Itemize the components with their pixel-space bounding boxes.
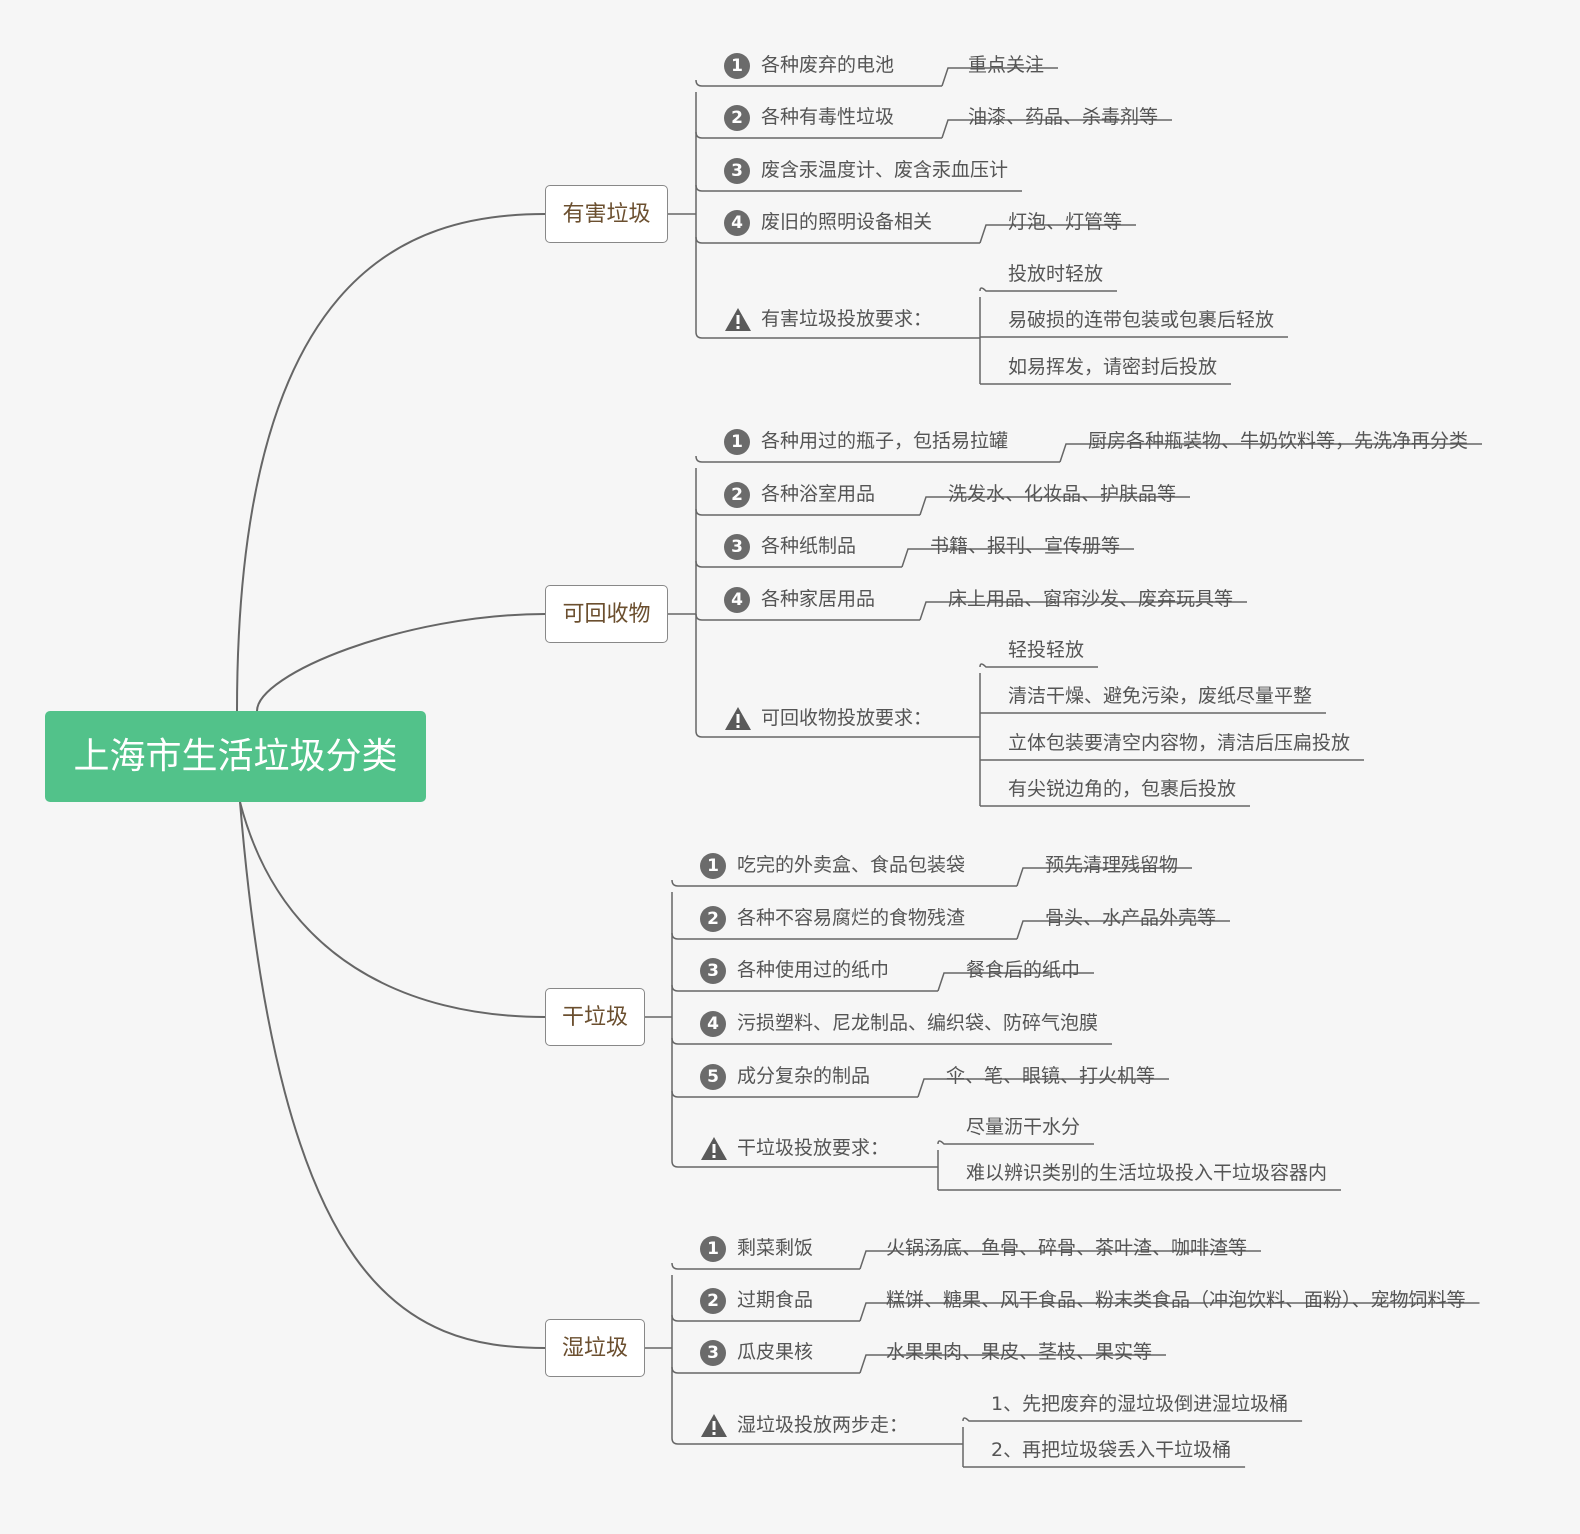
item-detail[interactable]: 餐食后的纸巾: [966, 959, 1081, 981]
item-label[interactable]: 成分复杂的制品: [737, 1065, 871, 1087]
requirement-point[interactable]: 尽量沥干水分: [966, 1116, 1081, 1138]
requirement-point[interactable]: 2、再把垃圾袋丢入干垃圾桶: [991, 1439, 1232, 1461]
item-detail[interactable]: 水果果肉、果皮、茎枝、果实等: [886, 1341, 1153, 1363]
item-label[interactable]: 废旧的照明设备相关: [761, 211, 933, 233]
item-detail[interactable]: 火锅汤底、鱼骨、碎骨、茶叶渣、咖啡渣等: [886, 1237, 1248, 1259]
category-node[interactable]: 有害垃圾: [545, 185, 668, 243]
item-label[interactable]: 各种废弃的电池: [761, 54, 895, 76]
number-badge-icon: 4: [724, 210, 750, 236]
number-badge-icon: 4: [724, 587, 750, 613]
warning-icon: [725, 308, 751, 331]
item-label[interactable]: 各种有毒性垃圾: [761, 106, 895, 128]
number-badge-icon: 1: [724, 53, 750, 79]
item-detail[interactable]: 糕饼、糖果、风干食品、粉末类食品（冲泡饮料、面粉）、宠物饲料等: [886, 1289, 1466, 1311]
item-detail[interactable]: 洗发水、化妆品、护肤品等: [948, 483, 1177, 505]
item-label[interactable]: 污损塑料、尼龙制品、编织袋、防碎气泡膜: [737, 1012, 1099, 1034]
category-node[interactable]: 可回收物: [545, 585, 668, 643]
number-badge-icon: 2: [724, 105, 750, 131]
number-badge-icon: 5: [700, 1064, 726, 1090]
warning-icon: [701, 1137, 727, 1160]
root-to-category-curve: [239, 801, 546, 1349]
item-detail[interactable]: 骨头、水产品外壳等: [1045, 907, 1217, 929]
number-badge-icon: 3: [700, 958, 726, 984]
item-detail[interactable]: 厨房各种瓶装物、牛奶饮料等，先洗净再分类: [1088, 430, 1469, 452]
item-detail[interactable]: 书籍、报刊、宣传册等: [930, 535, 1121, 557]
item-label[interactable]: 剩菜剩饭: [737, 1237, 814, 1259]
warning-icon: [725, 707, 751, 730]
number-badge-icon: 2: [700, 906, 726, 932]
item-detail[interactable]: 床上用品、窗帘沙发、废弃玩具等: [948, 588, 1234, 610]
root-to-category-curve: [239, 801, 546, 1018]
requirement-point[interactable]: 难以辨识类别的生活垃圾投入干垃圾容器内: [966, 1162, 1328, 1184]
number-badge-icon: 1: [700, 853, 726, 879]
requirement-point[interactable]: 投放时轻放: [1008, 263, 1104, 285]
item-label[interactable]: 吃完的外卖盒、食品包装袋: [737, 854, 966, 876]
item-label[interactable]: 各种家居用品: [761, 588, 876, 610]
item-detail[interactable]: 预先清理残留物: [1045, 854, 1179, 876]
root-to-category-curve: [256, 613, 546, 712]
root-to-category-curve: [236, 213, 546, 712]
requirement-title[interactable]: 可回收物投放要求：: [761, 707, 933, 729]
number-badge-icon: 3: [724, 158, 750, 184]
requirement-point[interactable]: 有尖锐边角的，包裹后投放: [1008, 778, 1237, 800]
warning-icon: [701, 1414, 727, 1437]
requirement-title[interactable]: 干垃圾投放要求：: [737, 1137, 890, 1159]
requirement-title[interactable]: 有害垃圾投放要求：: [761, 308, 933, 330]
category-node[interactable]: 干垃圾: [545, 988, 645, 1046]
number-badge-icon: 1: [700, 1236, 726, 1262]
number-badge-icon: 1: [724, 429, 750, 455]
number-badge-icon: 2: [700, 1288, 726, 1314]
requirement-title[interactable]: 湿垃圾投放两步走：: [737, 1414, 909, 1436]
requirement-point[interactable]: 1、先把废弃的湿垃圾倒进湿垃圾桶: [991, 1393, 1289, 1415]
item-label[interactable]: 瓜皮果核: [737, 1341, 814, 1363]
number-badge-icon: 2: [724, 482, 750, 508]
number-badge-icon: 4: [700, 1011, 726, 1037]
number-badge-icon: 3: [700, 1340, 726, 1366]
root-node[interactable]: 上海市生活垃圾分类: [45, 711, 426, 802]
item-label[interactable]: 各种用过的瓶子，包括易拉罐: [761, 430, 1009, 452]
item-label[interactable]: 过期食品: [737, 1289, 814, 1311]
item-detail[interactable]: 灯泡、灯管等: [1008, 211, 1123, 233]
item-label[interactable]: 各种浴室用品: [761, 483, 876, 505]
item-label[interactable]: 各种纸制品: [761, 535, 857, 557]
item-detail[interactable]: 伞、笔、眼镜、打火机等: [946, 1065, 1156, 1087]
number-badge-icon: 3: [724, 534, 750, 560]
category-node[interactable]: 湿垃圾: [545, 1319, 645, 1377]
requirement-point[interactable]: 清洁干燥、避免污染，废纸尽量平整: [1008, 685, 1313, 707]
item-label[interactable]: 各种不容易腐烂的食物残渣: [737, 907, 966, 929]
item-detail[interactable]: 重点关注: [968, 54, 1045, 76]
requirement-point[interactable]: 如易挥发，请密封后投放: [1008, 356, 1218, 378]
requirement-point[interactable]: 立体包装要清空内容物，清洁后压扁投放: [1008, 732, 1351, 754]
requirement-point[interactable]: 易破损的连带包装或包裹后轻放: [1008, 309, 1275, 331]
item-label[interactable]: 各种使用过的纸巾: [737, 959, 890, 981]
item-detail[interactable]: 油漆、药品、杀毒剂等: [968, 106, 1159, 128]
item-label[interactable]: 废含汞温度计、废含汞血压计: [761, 159, 1009, 181]
requirement-point[interactable]: 轻投轻放: [1008, 639, 1085, 661]
